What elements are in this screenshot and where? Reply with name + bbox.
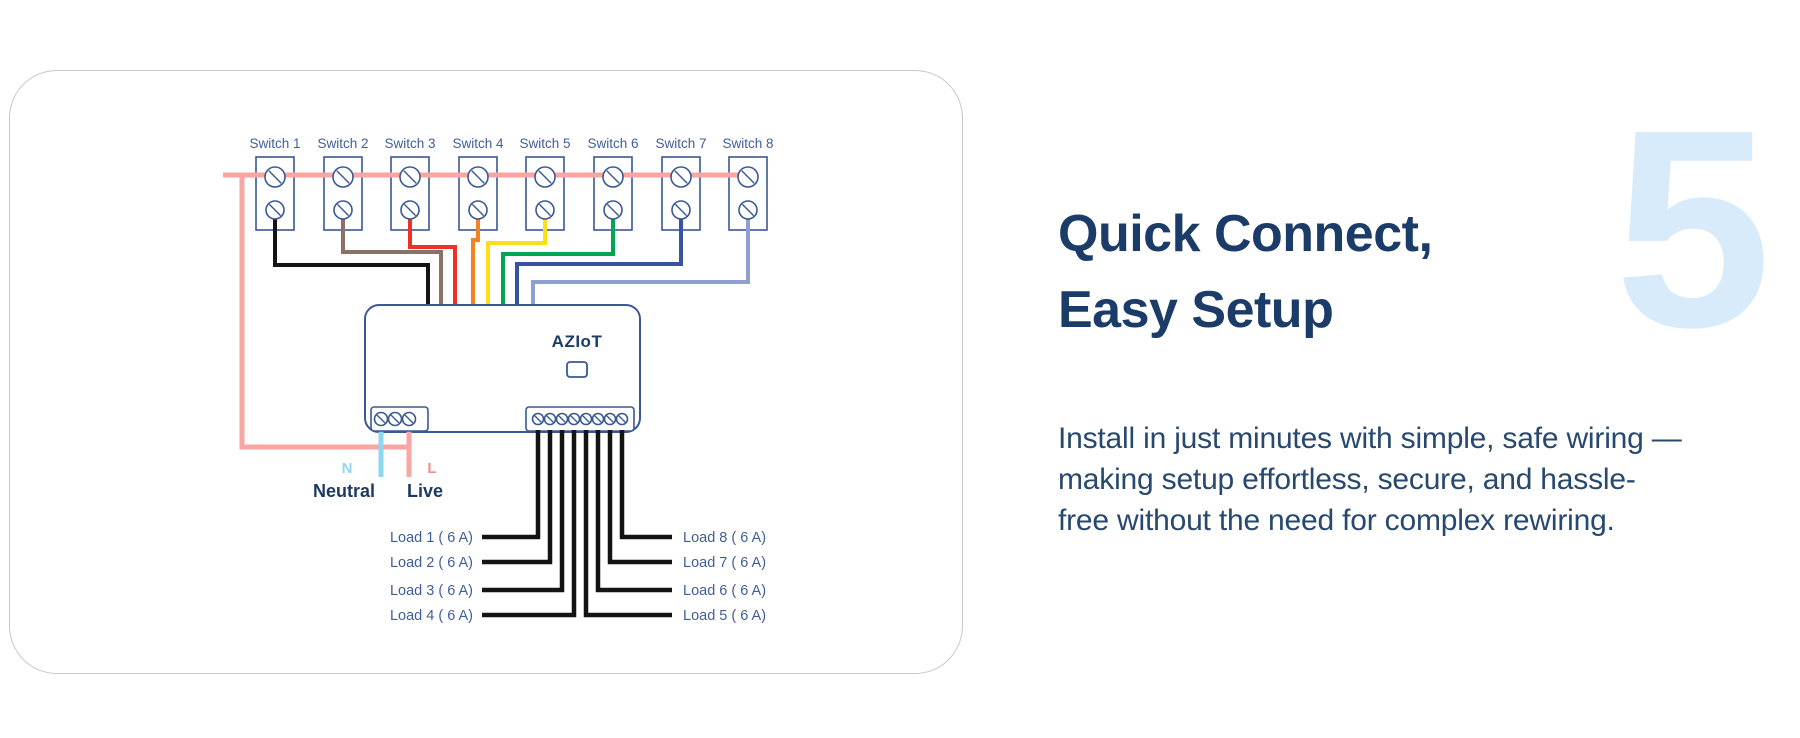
brand-logo: AZIoT [552, 332, 603, 351]
switch-wire [486, 210, 547, 305]
live-feed-wire [239, 175, 409, 450]
section-heading: Quick Connect, Easy Setup [1058, 196, 1433, 348]
screw-slot [570, 415, 578, 423]
screw-slot [471, 170, 485, 184]
switch-label: Switch 2 [317, 136, 368, 151]
screw-slot [594, 415, 602, 423]
switch-wire [408, 210, 457, 305]
description-line-3: free without the need for complex rewiri… [1058, 504, 1615, 537]
controller-device-layer: AZIoT [364, 304, 641, 477]
screw-slot [471, 203, 485, 217]
switch-boxes-layer [255, 156, 768, 231]
switch-label: Switch 6 [587, 136, 638, 151]
load-wire [482, 430, 565, 593]
load-wire [595, 430, 672, 593]
screw-slot [546, 415, 554, 423]
switch-label: Switch 8 [722, 136, 773, 151]
switch-label: Switch 3 [384, 136, 435, 151]
load-label: Load 1 ( 6 A) [390, 530, 473, 546]
screw-slot [606, 203, 620, 217]
heading-line-1: Quick Connect, [1058, 205, 1433, 263]
screw-slot [606, 170, 620, 184]
load-label: Load 8 ( 6 A) [683, 530, 766, 546]
screw-slot [534, 415, 542, 423]
load-label: Load 2 ( 6 A) [390, 555, 473, 571]
load-wire [482, 430, 553, 565]
load-wire [607, 430, 672, 565]
switch-wire [501, 210, 615, 305]
screw-slot [390, 414, 400, 424]
screw-slot [618, 415, 626, 423]
screw-slot [268, 203, 282, 217]
switch-wire [531, 210, 750, 305]
section-description: Install in just minutes with simple, saf… [1058, 418, 1682, 541]
switch-wire [273, 210, 430, 305]
load-label: Load 4 ( 6 A) [390, 608, 473, 624]
load-label: Load 3 ( 6 A) [390, 583, 473, 599]
load-wire [482, 430, 541, 540]
screw-slot [582, 415, 590, 423]
load-wire [619, 430, 672, 540]
live-word-label: Live [407, 481, 443, 501]
switch-label: Switch 7 [655, 136, 706, 151]
switch-label: Switch 4 [452, 136, 504, 151]
screw-slot [376, 414, 386, 424]
switch-wire [471, 210, 480, 305]
screw-slot [538, 170, 552, 184]
switch-wire [341, 210, 443, 305]
load-label: Load 7 ( 6 A) [683, 555, 766, 571]
heading-line-2: Easy Setup [1058, 281, 1334, 339]
load-wire [583, 430, 672, 618]
description-line-2: making setup effortless, secure, and has… [1058, 463, 1636, 496]
screw-slot [674, 203, 688, 217]
controller-body [364, 304, 641, 433]
switch-wire [515, 210, 683, 305]
description-line-1: Install in just minutes with simple, saf… [1058, 422, 1682, 455]
live-letter-label: L [427, 460, 436, 477]
screw-slot [741, 203, 755, 217]
step-number: 5 [1614, 71, 1772, 386]
load-label: Load 5 ( 6 A) [683, 608, 766, 624]
neutral-word-label: Neutral [313, 481, 375, 501]
diagram-labels-layer: Switch 1 Switch 2 Switch 3 Switch 4 Switch 5… [249, 136, 773, 624]
screw-slot [268, 170, 282, 184]
screw-slot [403, 203, 417, 217]
switch-wires-layer [273, 210, 750, 305]
screw-slot [741, 170, 755, 184]
load-label: Load 6 ( 6 A) [683, 583, 766, 599]
screw-slot [403, 170, 417, 184]
screw-slot [336, 203, 350, 217]
switch-label: Switch 5 [519, 136, 570, 151]
load-wire [482, 430, 577, 618]
load-wires-layer [482, 430, 672, 618]
neutral-letter-label: N [342, 460, 353, 477]
screw-slot [336, 170, 350, 184]
screw-slot [404, 414, 414, 424]
screw-slot [606, 415, 614, 423]
screw-slot [558, 415, 566, 423]
switch-screws-layer [264, 166, 759, 220]
switch-label: Switch 1 [249, 136, 300, 151]
screw-slot [674, 170, 688, 184]
device-button [566, 361, 588, 378]
screw-slot [538, 203, 552, 217]
